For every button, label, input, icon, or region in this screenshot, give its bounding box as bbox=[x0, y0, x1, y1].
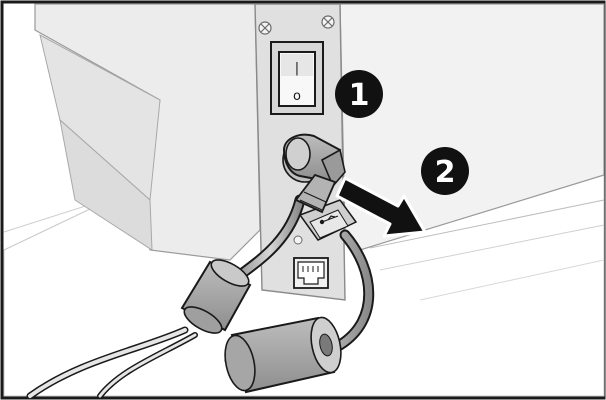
screw-icon bbox=[321, 15, 335, 29]
usb-port bbox=[298, 199, 358, 241]
screw-icon bbox=[258, 21, 272, 35]
unplug-direction-arrow bbox=[335, 176, 427, 238]
step-badge-1: 1 bbox=[335, 70, 383, 118]
screw-icon bbox=[293, 235, 303, 245]
device-lower-bevel bbox=[59, 118, 153, 251]
switch-off-mark: o bbox=[293, 89, 301, 104]
ferrite-core bbox=[180, 259, 252, 334]
step-badge-2: 2 bbox=[421, 147, 469, 195]
step-badge-2-label: 2 bbox=[435, 155, 456, 190]
ethernet-port-icon bbox=[293, 257, 329, 289]
step-badge-1-label: 1 bbox=[349, 78, 370, 113]
power-switch[interactable]: | o bbox=[270, 41, 324, 115]
power-plug bbox=[282, 133, 346, 214]
switch-on-mark: | bbox=[295, 61, 299, 76]
ferrite-core-large bbox=[224, 316, 342, 394]
usb-icon bbox=[319, 215, 339, 225]
